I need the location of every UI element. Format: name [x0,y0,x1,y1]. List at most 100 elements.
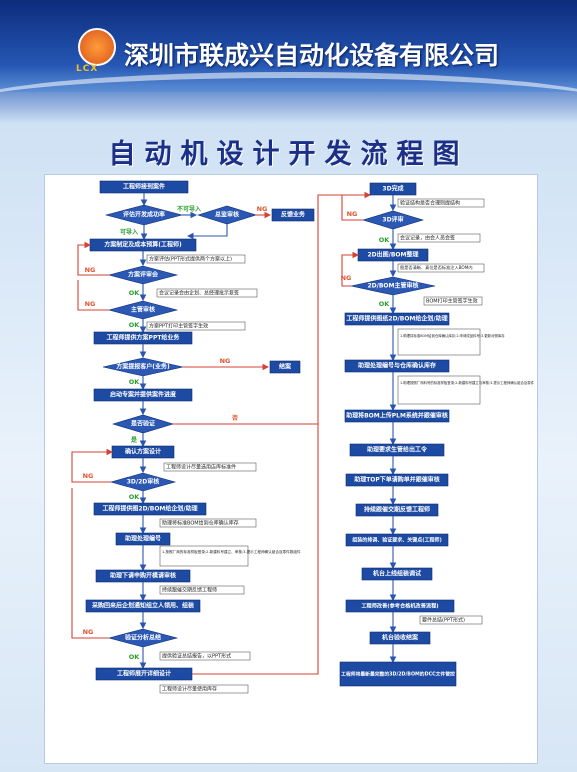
diamond-label: 评估开发成功率 [123,211,165,219]
flow-box [345,473,449,487]
note-text: 1.按照厂商的标准样板登录;2.新建料号建立、审核;3.提示工程师确认组合及零件… [162,549,301,554]
diamond-label: 是否验证 [130,420,155,428]
note-text: 会议记录，由会人员会签 [400,235,455,242]
yes-label: 是 [130,436,138,444]
box-label: 助理处理编号 [125,535,161,543]
note-box [397,263,485,273]
note-text: 持续跟催交期反馈工程师 [162,587,217,594]
flow-diamond [107,265,179,285]
ok-label: OK [129,653,141,661]
box-label: 工程师提供方案PPT给业务 [107,334,181,342]
company-name: 深圳市联成兴自动化设备有限公司 [124,41,500,70]
ng-label: NG [83,472,94,480]
box-label: 助理下请申购开模请审核 [110,572,176,580]
flow-box [271,208,315,222]
note-box [156,288,258,298]
note-box [397,233,481,243]
flow-diamond [107,300,179,320]
flow-box [269,360,301,374]
no-label: 否 [232,414,238,422]
box-label: 工程师将最新最完整的3D/2D/BOM的DCC文件管控 [341,671,455,678]
note-text: 验证结构是否合理则提结构 [400,200,460,207]
ok-label: OK [129,321,141,329]
flow-box [345,599,455,613]
note-box [163,462,257,472]
flow-diamond [109,472,177,492]
note-text: 要件总结(PPT形式) [422,617,465,624]
flow-box [345,533,449,547]
box-label: 确认方案设计 [125,448,161,456]
note-box [423,296,483,306]
flow-diamond [361,210,425,230]
note-box [397,375,481,405]
ok-label: OK [129,493,141,501]
note-text: 1.助理按照厂商料号的标准样板登录;2.新建料号建立与审核;3.提示工程师确认组… [400,380,535,385]
box-label: 组装的排调、验证要求、关键点(工程师) [352,537,442,544]
ng-label: NG [341,274,352,282]
not-import-label: 不可导入 [177,205,201,213]
note-text: 方案PPT打印主管签字生效 [149,323,208,330]
ok-label: OK [129,289,141,297]
note-box [146,254,246,264]
box-label: 助理TOP下单请购单并跟催审核 [354,476,440,484]
note-box [397,198,485,208]
note-box [159,684,249,694]
note-box [159,651,251,661]
box-label: 机台上线组装调试 [373,570,421,578]
note-text: 会议记录会由企划、总经理批示复签 [159,290,239,297]
right-column: 3D完成 验证结构是否合理则提结构 3D评审 NG OK 会议记录，由会人员会签… [339,182,535,687]
diamond-label: 2D/BOM主管审核 [368,282,419,290]
box-label: 助理处理编号与仓库确认库存 [358,362,436,370]
ng-label: NG [220,357,231,365]
flow-box [344,312,450,326]
note-box [146,321,246,331]
flow-diamond [107,628,179,648]
box-label: 工程师接到案件 [123,183,165,191]
box-label: 2D出图/BOM整理 [368,251,419,259]
note-text: 工程师设计尽量使用库存 [162,686,217,693]
box-label: 工程师展开详细设计 [117,670,171,678]
box-label: 助理将BOM上传PLM系统并跟催审核 [346,412,448,420]
note-text: BOM打印主管签字生效 [426,298,478,305]
ng-label: NG [83,628,94,636]
company-logo-icon [78,28,116,66]
flow-box [93,502,207,516]
ng-label: NG [257,205,268,213]
note-text: 图是否清晰、真位是否标准注入BOM内 [400,264,473,271]
diamond-label: 方案评审会 [128,271,159,279]
flow-box [339,661,457,687]
note-box [419,615,483,625]
flow-diamond [350,276,436,296]
ng-label: NG [85,266,96,274]
logo-text: LCX [76,64,99,74]
note-text: 1.助理将标准BOM给到仓库确认库存;2.申请成品料号;3.更新对照库存 [400,333,505,338]
left-column: 工程师接到案件 评估开发成功率 不可导入 总监审核 NG 反馈业务 可导入 方案… [71,180,372,694]
note-text: 助理将标准BOM给到仓库确认库存 [162,520,239,527]
box-label: 工程师改善(参考合格机改善流程) [361,602,438,610]
diamond-label: 验证分析总结 [125,634,161,642]
box-label: 工程师提供图2D/BOM给企划/助理 [102,505,197,513]
diamond-label: 3D评审 [382,216,403,224]
box-label: 反馈业务 [281,211,306,219]
box-label: 机台验收结案 [382,634,419,642]
diamond-label: 总监审核 [215,211,239,219]
flow-box [344,359,450,373]
note-text: 工程师设计尽量选用店库标准件 [166,464,236,471]
ok-label: OK [129,378,141,386]
note-box [159,545,249,567]
flow-box [361,567,433,581]
box-label: 助理要求生管给出工令 [367,446,428,454]
diamond-label: 方案提报客户(业务) [116,363,170,371]
diamond-label: 主管审核 [131,306,155,314]
diamond-label: 3D/2D审核 [127,478,160,486]
box-label: 方案制定及成本预算(工程师) [104,241,182,249]
note-box [397,328,481,356]
flow-box [344,409,450,423]
header-swoosh [0,72,577,138]
flow-box [349,443,445,457]
box-label: 采购回来后企划通知组立人领用、组装 [92,602,194,610]
flow-box [355,503,439,517]
box-label: 结案 [279,363,292,371]
